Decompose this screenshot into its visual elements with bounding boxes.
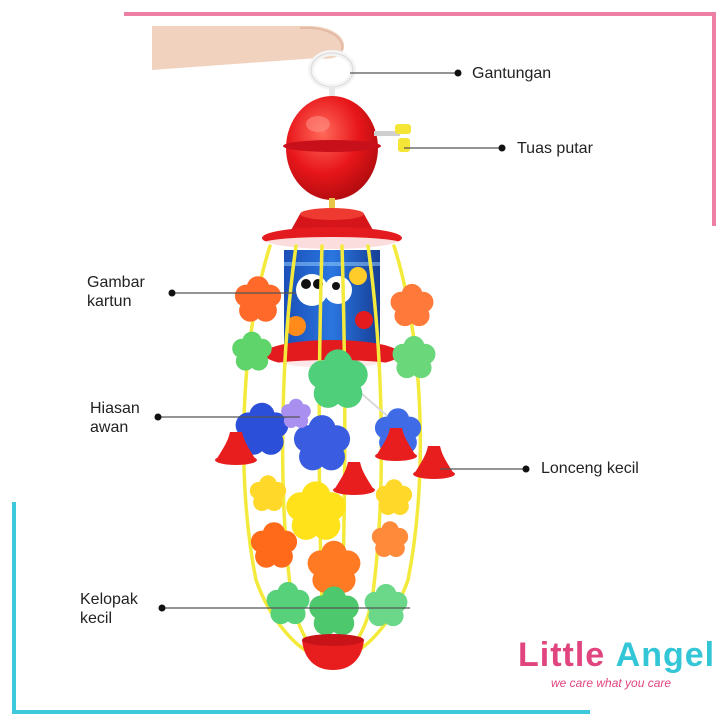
label-tuas-putar: Tuas putar [517,140,593,157]
frame-border-bottom-teal [12,710,590,714]
frame-border-top-pink [124,12,716,16]
flower-lower-right-orange [371,521,409,558]
flower-middle-left-yellow [249,475,287,512]
logo-word-little: Little [518,636,606,674]
callout-dots [154,69,530,612]
red-cup-bottom [302,634,364,670]
label-gambar-kartun: Gambar kartun [87,273,145,311]
flower-lower-center-orange [307,540,361,593]
label-gambar-kartun-line2: kartun [87,293,132,310]
label-kelopak-kecil-line1: Kelopak [80,591,138,608]
label-lonceng-kecil: Lonceng kecil [541,460,639,477]
label-gambar-kartun-line1: Gambar [87,274,145,291]
label-kelopak-kecil: Kelopak kecil [80,590,138,628]
flower-upper-left-orange [234,276,282,322]
red-ball-top [283,96,381,200]
brand-logo: Little Angel [518,636,715,674]
red-cap-upper [260,208,404,251]
callout-lines [158,72,526,609]
flower-lower-left-orange [250,522,298,568]
flower-upper-left-green [232,331,272,371]
frame-border-right-pink [712,12,716,226]
cartoon-drum [284,250,380,350]
cloud-ornament-small-lavender [281,398,311,428]
petals-bottom-green-right [364,583,408,627]
logo-tagline: we care what you care [551,676,672,690]
flower-upper-right-green [392,335,436,379]
petals-bottom-green-center [309,586,359,636]
hand [152,26,345,70]
logo-word-angel: Angel [615,636,716,674]
label-hiasan-awan-line2: awan [90,419,129,436]
frame-border-left-teal [12,502,16,714]
label-hiasan-awan-line1: Hiasan [90,400,140,417]
flower-upper-right-orange [390,283,434,327]
label-gantungan: Gantungan [472,65,552,82]
label-kelopak-kecil-line2: kecil [80,610,113,627]
petals-bottom-green-left [266,581,310,625]
label-hiasan-awan: Hiasan awan [90,399,140,437]
